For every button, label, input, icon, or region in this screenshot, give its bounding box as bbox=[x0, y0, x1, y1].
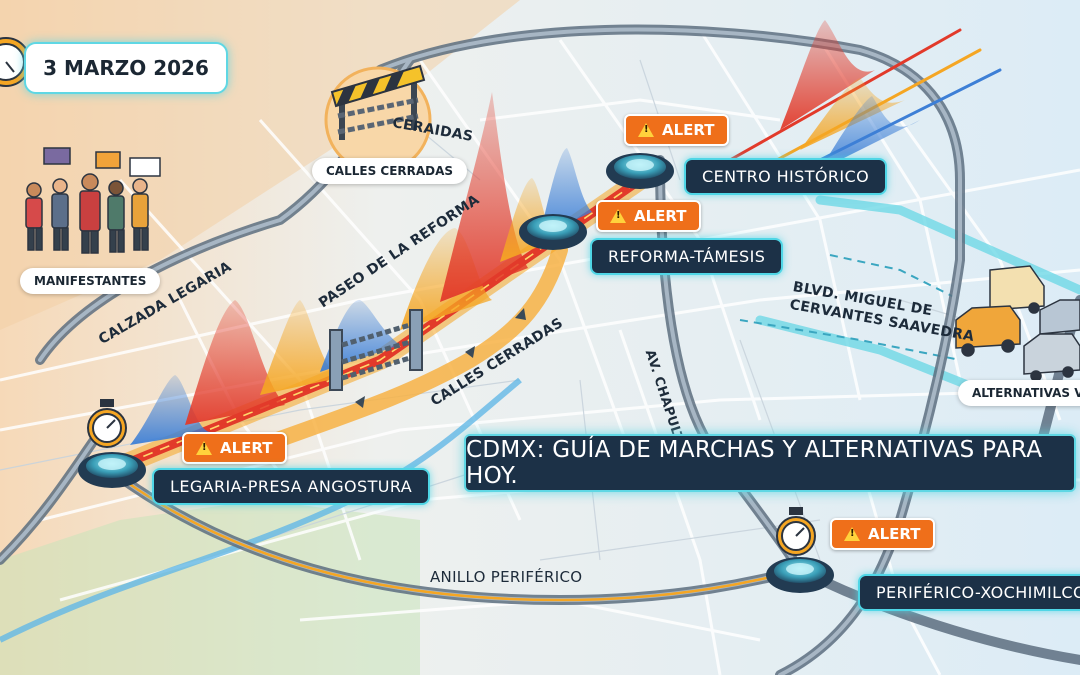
alert-periferico: ALERT bbox=[830, 518, 935, 550]
road-closed-icon bbox=[324, 64, 432, 174]
node-label-periferico: PERIFÉRICO-XOCHIMILCO bbox=[858, 574, 1080, 611]
node-markers bbox=[78, 153, 834, 593]
calles-cerradas-icon-label: CALLES CERRADAS bbox=[312, 158, 468, 184]
date-badge: 3 MARZO 2026 bbox=[24, 42, 228, 94]
protesters-illustration bbox=[25, 147, 161, 254]
node-label-centro: CENTRO HISTÓRICO bbox=[684, 158, 888, 195]
alternativas-label: ALTERNATIVAS VIA bbox=[958, 380, 1080, 406]
cars-illustration bbox=[955, 265, 1080, 382]
anillo-periferico-label: ANILLO PERIFÉRICO bbox=[430, 568, 583, 586]
manifestantes-label: MANIFESTANTES bbox=[20, 268, 161, 294]
warning-icon bbox=[196, 441, 212, 455]
alert-reforma: ALERT bbox=[596, 200, 701, 232]
date-text: 3 MARZO 2026 bbox=[43, 56, 209, 80]
stopwatch-icons bbox=[0, 37, 816, 556]
node-label-reforma: REFORMA-TÁMESIS bbox=[590, 238, 784, 275]
warning-icon bbox=[844, 527, 860, 541]
node-label-legaria: LEGARIA-PRESA ANGOSTURA bbox=[152, 468, 431, 505]
warning-icon bbox=[610, 209, 626, 223]
alert-centro: ALERT bbox=[624, 114, 729, 146]
page-title: CDMX: GUÍA DE MARCHAS Y ALTERNATIVAS PAR… bbox=[464, 434, 1076, 492]
warning-icon bbox=[638, 123, 654, 137]
alert-legaria: ALERT bbox=[182, 432, 287, 464]
